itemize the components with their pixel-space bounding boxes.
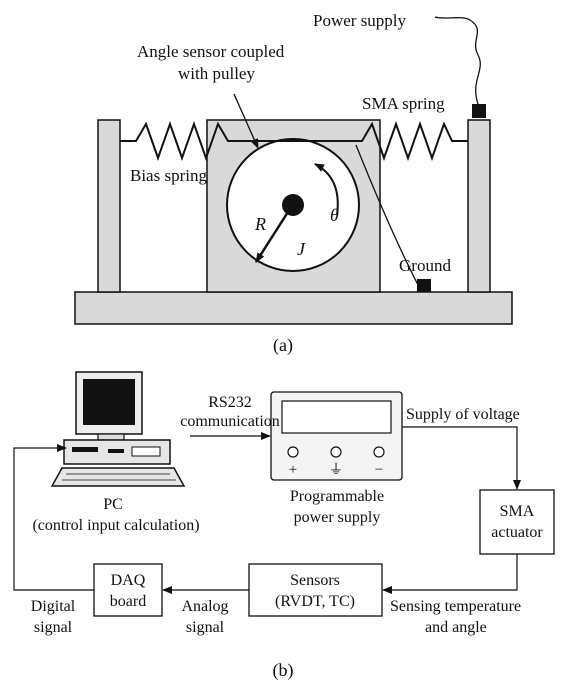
sma-actuator-label-2: actuator bbox=[491, 524, 543, 541]
edge-daq-to-pc bbox=[13, 444, 94, 591]
sensors-label-1: Sensors bbox=[290, 572, 340, 589]
edge-label-analog-1: Analog bbox=[181, 598, 228, 615]
edge-label-sensing-1: Sensing temperature bbox=[390, 598, 521, 615]
daq-label-2: board bbox=[110, 593, 146, 610]
edge-label-sensing-2: and angle bbox=[425, 619, 487, 636]
label-bias-spring: Bias spring bbox=[130, 166, 207, 185]
label-angle-sensor-2: with pulley bbox=[178, 64, 255, 83]
panel-b: PC (control input calculation) + ⏚ − Pro… bbox=[13, 371, 555, 681]
label-inertia: J bbox=[297, 239, 306, 259]
power-supply-label-2: power supply bbox=[294, 509, 381, 526]
pulley-hub bbox=[282, 194, 304, 216]
caption-a: (a) bbox=[273, 335, 293, 356]
daq-label-1: DAQ bbox=[111, 572, 146, 589]
sma-actuator-label-1: SMA bbox=[500, 503, 535, 520]
base-plate bbox=[74, 291, 513, 325]
terminal-plus-label: + bbox=[289, 462, 297, 478]
right-post bbox=[467, 119, 491, 293]
terminal-ground-label: ⏚ bbox=[329, 462, 343, 478]
theta-arrow bbox=[314, 163, 339, 216]
edge-label-analog-2: signal bbox=[186, 619, 225, 636]
pc-icon bbox=[50, 371, 186, 487]
power-terminal bbox=[472, 104, 486, 118]
terminal-ground bbox=[330, 446, 342, 458]
pc-label-1: PC bbox=[103, 496, 123, 513]
terminal-minus-label: − bbox=[375, 462, 383, 478]
label-ground: Ground bbox=[399, 256, 451, 275]
label-sma-spring: SMA spring bbox=[362, 94, 445, 113]
edge-label-digital-1: Digital bbox=[31, 598, 76, 615]
ground-wire bbox=[355, 144, 419, 286]
power-supply-label-1: Programmable bbox=[290, 488, 384, 505]
panel-a: Power supply Angle sensor coupled with p… bbox=[74, 11, 513, 356]
bias-spring bbox=[120, 120, 296, 162]
sma-actuator-box bbox=[479, 489, 555, 555]
edge-power-to-sma bbox=[402, 426, 521, 490]
edge-sma-to-sensors bbox=[382, 554, 518, 594]
terminal-minus bbox=[373, 446, 385, 458]
caption-b: (b) bbox=[273, 660, 294, 681]
sensors-label-2: (RVDT, TC) bbox=[275, 593, 355, 610]
edge-label-rs232-2: communication bbox=[180, 413, 280, 430]
label-power-supply: Power supply bbox=[313, 11, 407, 30]
radius-arrow bbox=[254, 211, 290, 263]
edge-label-digital-2: signal bbox=[34, 619, 73, 636]
power-wire bbox=[434, 16, 481, 105]
pc-label-2: (control input calculation) bbox=[32, 517, 199, 534]
sma-spring bbox=[296, 120, 468, 162]
edge-label-supply-voltage: Supply of voltage bbox=[406, 406, 520, 423]
power-supply-display bbox=[281, 400, 392, 434]
label-radius: R bbox=[254, 214, 266, 234]
edge-label-rs232-1: RS232 bbox=[208, 394, 252, 411]
label-angle-sensor-1: Angle sensor coupled bbox=[137, 42, 285, 61]
ground-terminal bbox=[417, 279, 431, 292]
label-theta: θ bbox=[330, 205, 339, 225]
angle-sensor-leader bbox=[233, 93, 259, 149]
terminal-plus bbox=[287, 446, 299, 458]
left-post bbox=[97, 119, 121, 293]
